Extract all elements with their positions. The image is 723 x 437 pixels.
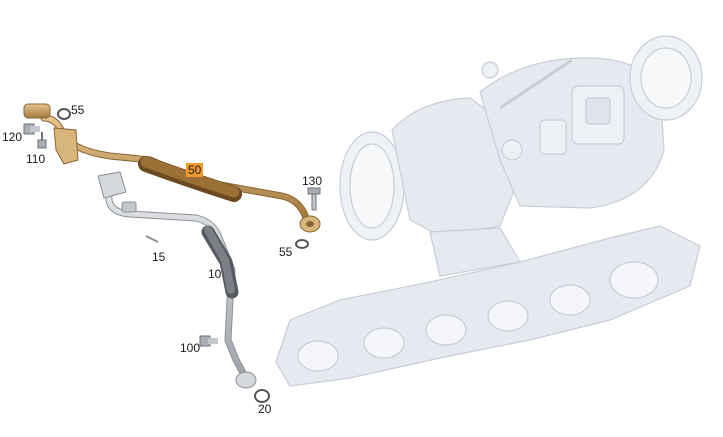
bolt-110[interactable] [37, 132, 47, 149]
callout-55-lower[interactable]: 55 [279, 245, 293, 259]
callout-10[interactable]: 10 [208, 267, 222, 281]
callout-130[interactable]: 130 [302, 174, 323, 188]
banjo-bolt-120[interactable] [23, 123, 40, 135]
callout-20[interactable]: 20 [258, 402, 272, 416]
turbocharger-ghost [275, 35, 703, 387]
bolt-100[interactable] [199, 335, 218, 347]
seal-15[interactable] [145, 235, 159, 243]
callout-110[interactable]: 110 [26, 152, 46, 166]
callout-50[interactable]: 50 [186, 163, 204, 177]
sealing-ring-55-lower[interactable] [295, 239, 309, 249]
oil-feed-line[interactable] [23, 103, 321, 233]
callout-100[interactable]: 100 [180, 341, 201, 355]
sealing-ring-55-upper[interactable] [57, 108, 71, 120]
callout-55-upper[interactable]: 55 [71, 103, 85, 117]
bolt-130[interactable] [307, 187, 321, 211]
callout-120[interactable]: 120 [2, 130, 23, 144]
sealing-ring-20[interactable] [254, 389, 270, 403]
callout-15[interactable]: 15 [152, 250, 166, 264]
oil-return-line[interactable] [97, 171, 257, 389]
